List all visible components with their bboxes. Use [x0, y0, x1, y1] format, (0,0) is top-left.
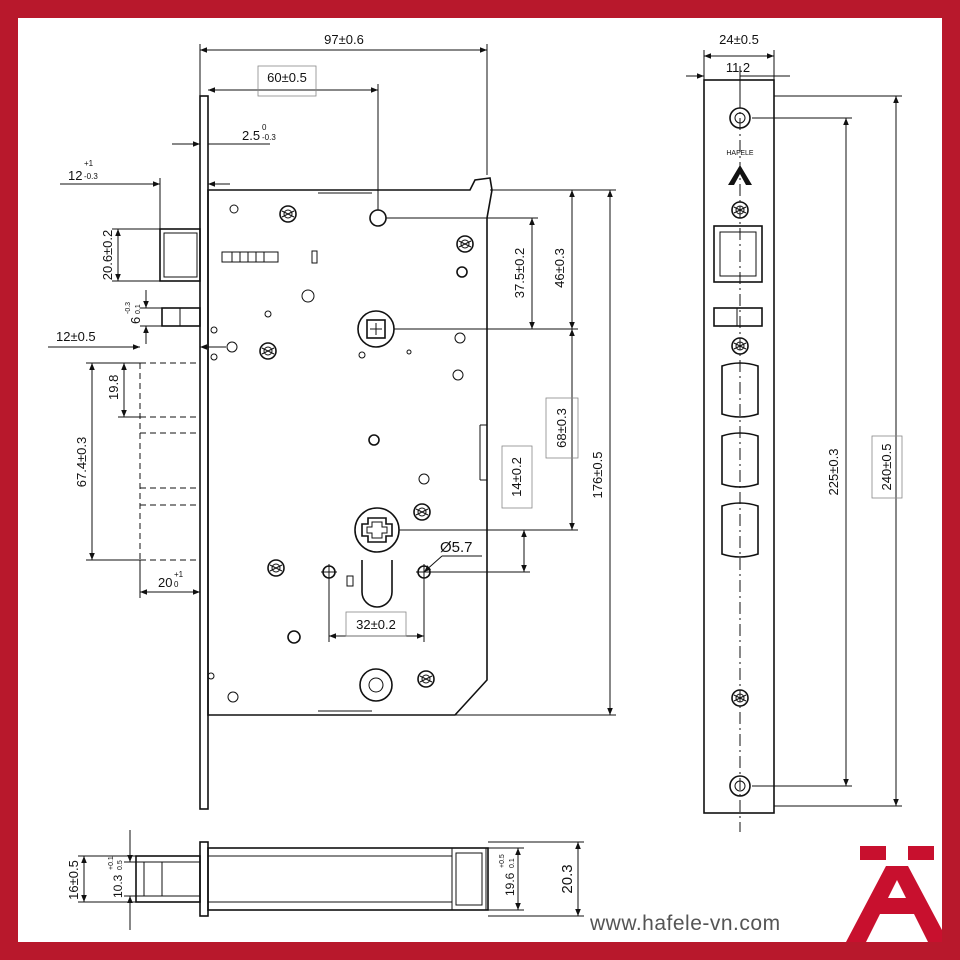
lock-case	[207, 177, 493, 716]
dim-aux-height-sub: 0.1	[135, 304, 142, 314]
dim-overall-depth: 97±0.6	[324, 32, 364, 47]
dim-inner-thickness-sub: 0.5	[117, 860, 124, 870]
dim-latch-thickness: 16±0.5	[66, 860, 81, 900]
dim-faceplate-width: 24±0.5	[719, 32, 759, 47]
auxiliary-latch	[161, 307, 201, 327]
case-bottom	[207, 847, 489, 911]
dim-side-screw-spacing: 225±0.3	[826, 449, 841, 496]
dim-bolt-throw-sup: +1	[174, 570, 184, 579]
dim-screw-spacing: 32±0.2	[356, 617, 396, 632]
dim-faceplate-thickness-sub: -0.3	[262, 133, 276, 142]
dim-inner-thickness-sup: +0.1	[108, 856, 115, 870]
faceplate-front	[199, 95, 209, 810]
dim-bolt-throw-sub: 0	[174, 580, 179, 589]
latch-bolt	[159, 228, 201, 282]
dim-bolt-spacing: 19.8	[106, 375, 121, 400]
dim-faceplate-thickness: 2.5	[242, 128, 260, 143]
dim-inner-thickness: 10.3	[111, 874, 125, 898]
dim-faceplate-inner: 11.2	[726, 60, 750, 75]
dim-faceplate-thickness-sup: 0	[262, 123, 267, 132]
dim-case-inner-sup: +0.5	[499, 854, 506, 868]
dim-latch-projection: 12	[68, 168, 82, 183]
dim-spindle-to-cylinder: 68±0.3	[554, 408, 569, 448]
faceplate-side-view: HAFELE 24±0.5 11.2 225±0.3	[686, 32, 903, 832]
dim-top-to-spindle: 46±0.3	[552, 248, 567, 288]
technical-drawing: 97±0.6 60±0.5 2.5 0 -0.3 12 +1 -0.3 20.6…	[48, 32, 942, 942]
dim-spindle-offset: 37.5±0.2	[512, 248, 527, 299]
cylinder-cutout	[346, 507, 400, 608]
spindle-hub	[357, 310, 395, 348]
dim-aux-height: 6	[128, 317, 143, 324]
dim-screw-diameter: Ø5.7	[440, 539, 473, 556]
front-view: 97±0.6 60±0.5 2.5 0 -0.3 12 +1 -0.3 20.6…	[48, 32, 616, 810]
dim-latch-projection-sub: -0.3	[84, 172, 98, 181]
deadbolt-hidden	[139, 362, 200, 561]
dim-latch-projection-sup: +1	[84, 159, 94, 168]
dim-faceplate-length: 240±0.5	[879, 444, 894, 491]
dim-case-inner-sub: 0.1	[509, 858, 516, 868]
dim-aux-projection: 12±0.5	[56, 329, 96, 344]
website-url: www.hafele-vn.com	[590, 912, 781, 935]
dim-backset: 60±0.5	[267, 70, 307, 85]
faceplate-brand-text: HAFELE	[726, 150, 754, 157]
dim-case-inner: 19.6	[503, 872, 517, 896]
dim-latch-height: 20.6±0.2	[100, 230, 115, 281]
hafele-logo-icon	[846, 846, 942, 942]
dim-case-height: 176±0.5	[590, 452, 605, 499]
dim-case-thickness: 20.3	[559, 864, 576, 893]
dim-cylinder-offset: 14±0.2	[509, 457, 524, 497]
faceplate-side	[703, 79, 775, 814]
bottom-view: 16±0.5 10.3 +0.1 0.5 19.6 +0.5 0.1 20.3	[66, 830, 584, 930]
drawing-sheet: 97±0.6 60±0.5 2.5 0 -0.3 12 +1 -0.3 20.6…	[18, 18, 942, 942]
dim-bolt-throw: 20	[158, 575, 172, 590]
faceplate-brand-logo	[728, 165, 752, 185]
dim-aux-height-sup: -0.3	[125, 302, 132, 314]
dim-bolt-span: 67.4±0.3	[74, 437, 89, 488]
